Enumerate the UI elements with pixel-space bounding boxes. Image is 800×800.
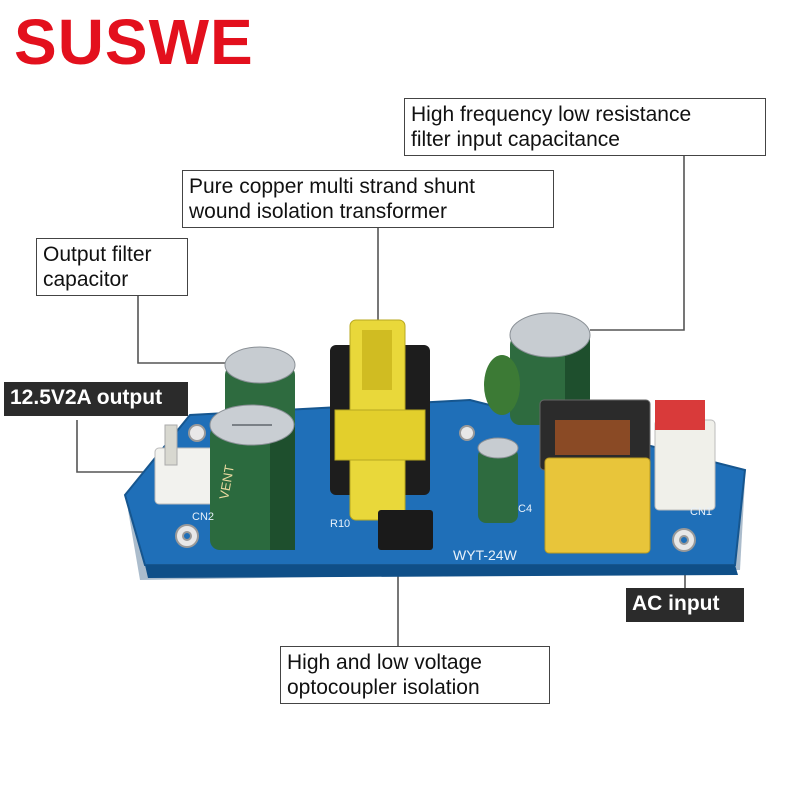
callout-output: 12.5V2A output [4,382,188,416]
output-connector [154,447,218,505]
brand-logo: SUSWE [14,6,254,78]
callout-line-2: wound isolation transformer [189,200,447,223]
callout-line-1: High and low voltage [287,651,482,674]
callout-optocoupler: High and low voltage optocoupler isolati… [280,646,550,704]
leader-output [76,420,165,473]
common-mode-choke [539,399,651,471]
callout-line-1: High frequency low resistance [411,103,692,126]
small-capacitor [477,437,519,523]
silk-c4: C4 [518,503,532,515]
callout-line-2: filter input capacitance [411,128,620,151]
callout-input-capacitance: High frequency low resistance filter inp… [404,98,766,156]
silk-r10: R10 [330,518,350,530]
pcb-edge [145,565,738,578]
cap-text: VENT [216,464,237,501]
callout-label: 12.5V2A output [10,386,163,409]
silk-cn2: CN2 [192,511,214,523]
callout-line-2: capacitor [43,268,129,291]
silkscreen: CN2 R10 C4 CN1 WYT-24W [192,503,712,563]
leader-lines [76,155,686,648]
mounting-holes [175,424,696,552]
ac-input-connector [654,400,716,511]
callout-ac-input: AC input [626,588,744,622]
callout-line-2: optocoupler isolation [287,676,480,699]
leader-output-filter [137,295,245,364]
callout-transformer: Pure copper multi strand shunt wound iso… [182,170,554,228]
film-capacitor [484,355,520,415]
connector-latch [164,424,178,466]
x-capacitor [544,457,651,554]
callout-line-1: Pure copper multi strand shunt [189,175,475,198]
optocoupler-chip [378,510,433,550]
leader-input-capacitance [590,155,685,331]
transformer [330,319,430,521]
callout-output-filter: Output filter capacitor [36,238,188,296]
silk-cn1: CN1 [690,506,712,518]
callout-label: AC input [632,592,720,615]
output-capacitor-front [209,404,295,550]
silk-model: WYT-24W [453,547,518,563]
cap-print: VENT [216,464,237,501]
callout-line-1: Output filter [43,243,152,266]
